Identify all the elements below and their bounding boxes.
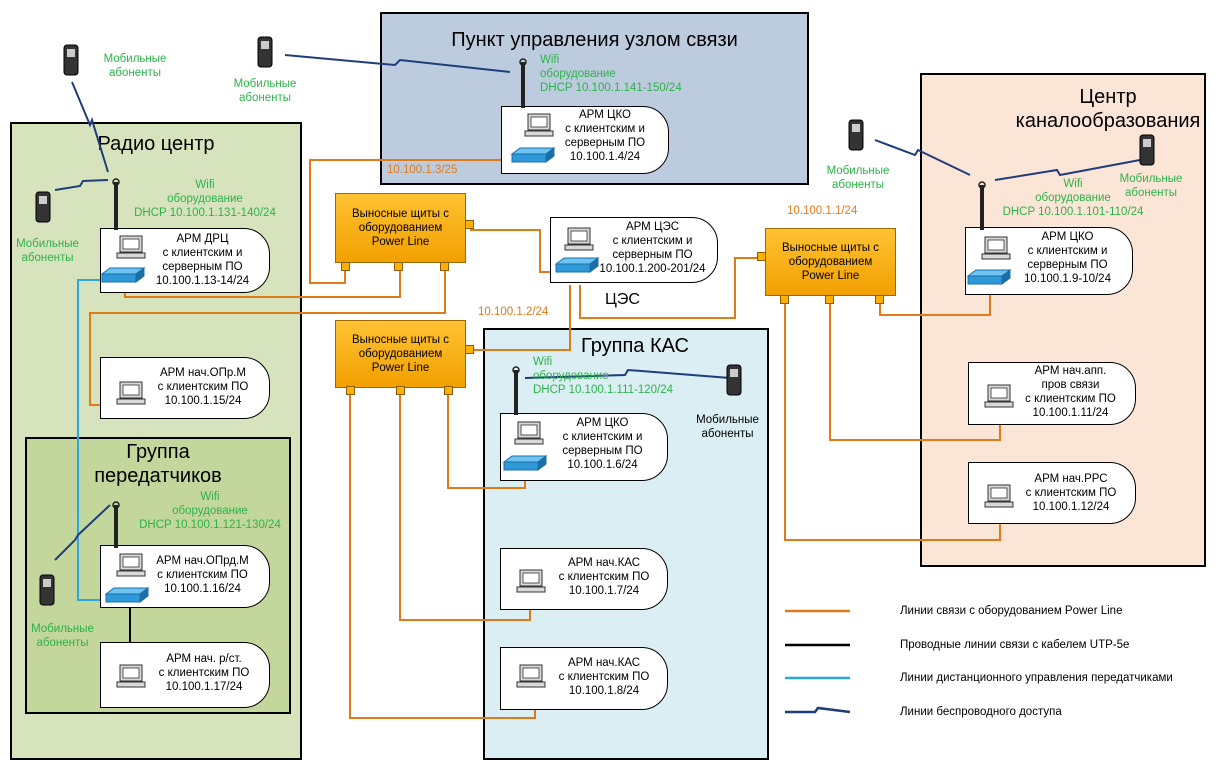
- powerline-port: [825, 295, 834, 304]
- mobile-label-kas: Мобильные абоненты: [696, 414, 759, 440]
- powerline-port: [757, 252, 766, 261]
- zone-control-point-title: Пункт управления узлом связи: [451, 29, 738, 51]
- mobile-label: Мобильные абоненты: [103, 53, 167, 79]
- mobile-label: Мобильные абоненты: [1119, 173, 1183, 199]
- powerline-port: [394, 262, 403, 271]
- mobile-phone-icon: [63, 44, 79, 76]
- wifi-label-top: Wifi оборудование DHCP 10.100.1.141-150/…: [540, 54, 682, 94]
- node-drc-text: АРМ ДРЦ с клиентским и серверным ПО 10.1…: [155, 233, 250, 287]
- node-app-text: АРМ нач.апп. пров связи с клиентским ПО …: [1025, 365, 1116, 419]
- node-kas8-text: АРМ нач.КАС с клиентским ПО 10.100.1.8/2…: [558, 657, 650, 697]
- mobile-label: Мобильные абоненты: [16, 238, 79, 264]
- powerline-port: [465, 345, 474, 354]
- powerline-port: [440, 262, 449, 271]
- wifi-label-right: Wifi оборудование DHCP 10.100.1.101-110/…: [1002, 178, 1144, 218]
- powerline-box-middle[interactable]: Выносные щиты с оборудованием Power Line: [335, 320, 466, 388]
- mobile-label: Мобильные абоненты: [31, 623, 94, 649]
- legend-utp: Проводные линии связи с кабелем UTP-5e: [900, 639, 1130, 651]
- legend-remote: Линии дистанционного управления передатч…: [900, 672, 1173, 684]
- powerline-port: [875, 295, 884, 304]
- node-cko-kas-text: АРМ ЦКО с клиентским и серверным ПО 10.1…: [562, 417, 643, 471]
- node-oprd-text: АРМ нач.ОПрд.М с клиентским ПО 10.100.1.…: [156, 555, 249, 595]
- mobile-phone-icon: [848, 119, 864, 151]
- powerline-box-right[interactable]: Выносные щиты с оборудованием Power Line: [765, 228, 896, 296]
- wifi-label-radio: Wifi оборудование DHCP 10.100.1.131-140/…: [134, 179, 276, 219]
- ip-label-b: 10.100.1.1/24: [787, 205, 858, 217]
- powerline-port: [396, 386, 405, 395]
- mobile-phone-icon: [257, 36, 273, 68]
- powerline-port: [780, 295, 789, 304]
- powerline-port: [465, 220, 474, 229]
- mobile-label: Мобильные абоненты: [826, 165, 890, 191]
- ip-label-c: 10.100.1.2/24: [478, 306, 549, 318]
- powerline-port: [444, 386, 453, 395]
- node-cko-top-text: АРМ ЦКО с клиентским и серверным ПО 10.1…: [564, 109, 646, 163]
- zone-transmitters-title: Группа передатчиков: [94, 441, 222, 487]
- zone-kas-group-title: Группа КАС: [581, 335, 689, 357]
- legend-wireless: Линии беспроводного доступа: [900, 706, 1062, 718]
- powerline-port: [341, 262, 350, 271]
- wifi-label-trans: Wifi оборудование DHCP 10.100.1.121-130/…: [139, 491, 281, 531]
- zone-radio-center-title: Радио центр: [97, 133, 215, 155]
- node-rrs-text: АРМ нач.РРС с клиентским ПО 10.100.1.12/…: [1025, 473, 1117, 513]
- node-cko-right-text: АРМ ЦКО с клиентским и серверным ПО 10.1…: [1024, 231, 1111, 285]
- zone-channel-center-title: Центр каналообразования: [1015, 86, 1201, 132]
- wifi-label-kas: Wifi оборудование DHCP 10.100.1.111-120/…: [533, 356, 674, 396]
- node-rst-text: АРМ нач. р/ст. с клиентским ПО 10.100.1.…: [158, 653, 250, 693]
- legend-powerline: Линии связи с оборудованием Power Line: [900, 605, 1123, 617]
- ip-label-a: 10.100.1.3/25: [387, 164, 458, 176]
- node-ces-text: АРМ ЦЭС с клиентским и серверным ПО 10.1…: [599, 221, 706, 275]
- node-kas7-text: АРМ нач.КАС с клиентским ПО 10.100.1.7/2…: [558, 557, 650, 597]
- powerline-box-left[interactable]: Выносные щиты с оборудованием Power Line: [335, 193, 466, 263]
- ces-label: ЦЭС: [605, 291, 640, 308]
- powerline-port: [346, 386, 355, 395]
- mobile-label: Мобильные абоненты: [233, 78, 297, 104]
- node-opr-text: АРМ нач.ОПр.М с клиентским ПО 10.100.1.1…: [157, 367, 249, 407]
